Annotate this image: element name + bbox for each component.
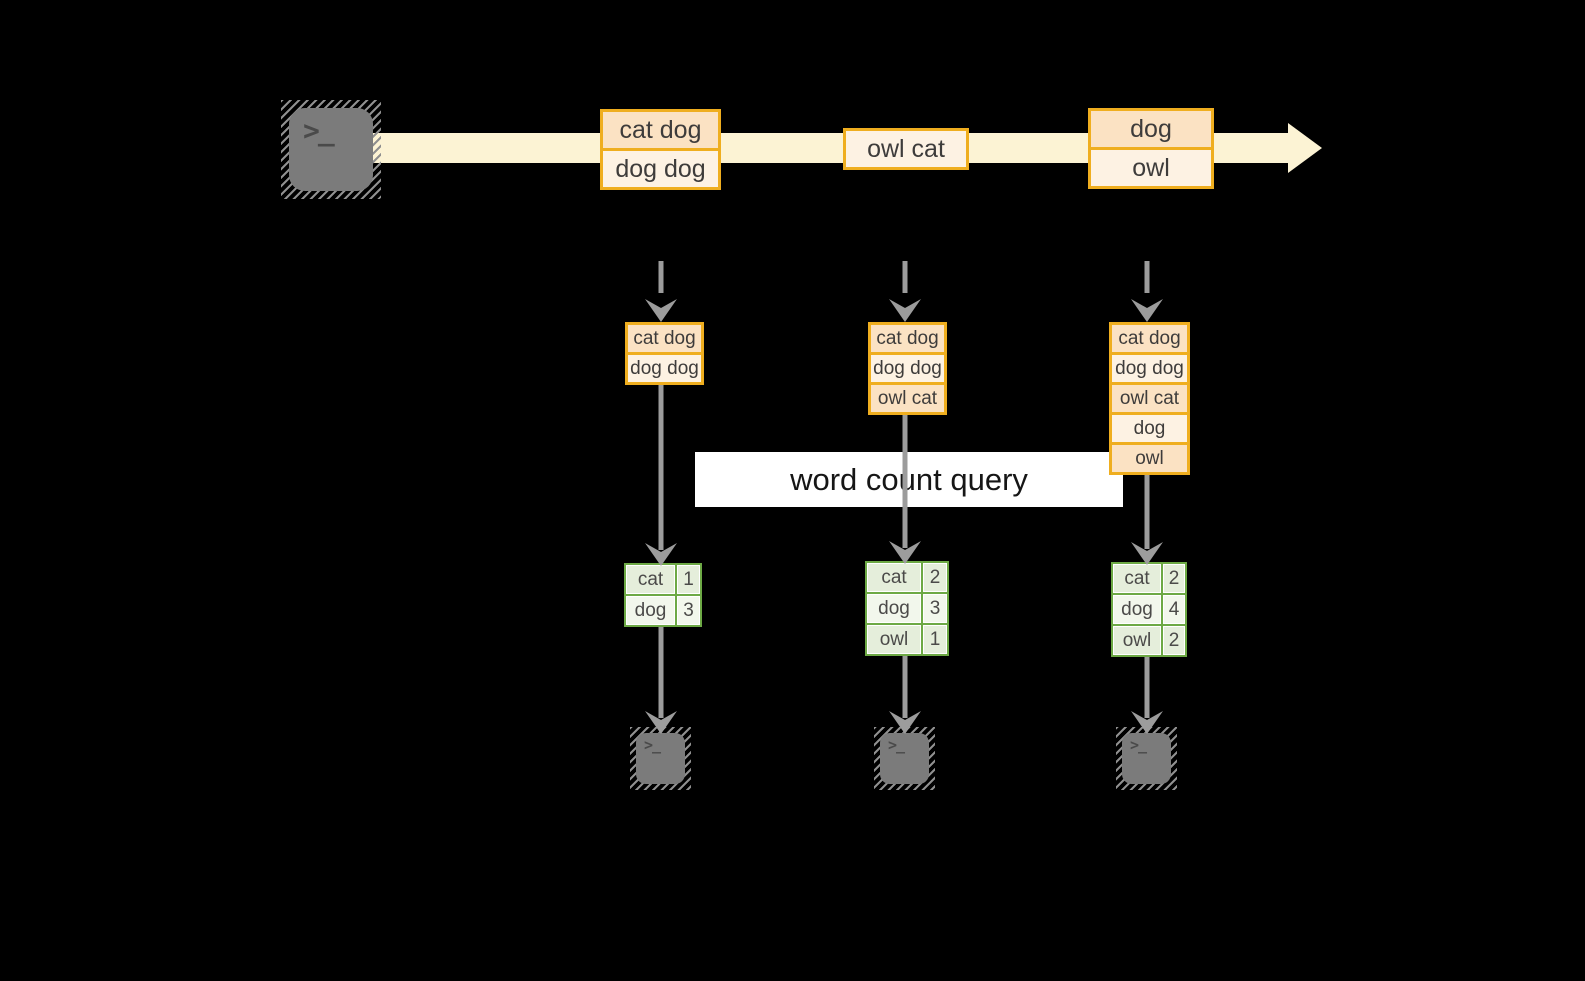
- terminal-screen: >_: [1122, 733, 1171, 784]
- count-word-cell: dog: [867, 594, 921, 623]
- count-word-cell: cat: [626, 565, 675, 594]
- buffer-row: owl: [1112, 445, 1187, 472]
- count-word-cell: owl: [867, 625, 921, 654]
- count-table-3: cat 2 dog 4 owl 2: [1111, 562, 1187, 657]
- count-table-2: cat 2 dog 3 owl 1: [865, 561, 949, 656]
- ingest-arrow-1: [645, 261, 677, 322]
- stream-event-line: dog: [1091, 111, 1211, 147]
- terminal-screen: >_: [880, 733, 929, 784]
- terminal-prompt-glyph: >_: [888, 736, 905, 754]
- sink-terminal-icon-1: >_: [630, 727, 691, 790]
- window-buffer-1: cat dog dog dog: [625, 322, 704, 385]
- stream-arrow-head: [1288, 123, 1322, 173]
- output-arrow-3: [1131, 657, 1163, 734]
- buffer-row: owl cat: [871, 385, 944, 412]
- buffer-row: dog dog: [628, 355, 701, 382]
- count-value-cell: 1: [677, 565, 700, 594]
- stream-event-line: owl: [1091, 150, 1211, 186]
- terminal-prompt-glyph: >_: [644, 736, 661, 754]
- count-value-cell: 2: [923, 563, 947, 592]
- sink-terminal-icon-3: >_: [1116, 727, 1177, 790]
- query-arrow-3: [1131, 475, 1163, 565]
- window-buffer-3: cat dog dog dog owl cat dog owl: [1109, 322, 1190, 475]
- stream-event-group-1: cat dog dog dog: [600, 109, 721, 190]
- ingest-arrow-2: [889, 261, 921, 322]
- query-label-band: word count query: [695, 452, 1123, 507]
- count-word-cell: cat: [1113, 564, 1161, 593]
- buffer-row: cat dog: [871, 325, 944, 352]
- stream-event-line: owl cat: [846, 131, 966, 167]
- count-word-cell: dog: [1113, 595, 1161, 624]
- count-word-cell: owl: [1113, 626, 1161, 655]
- sink-terminal-icon-2: >_: [874, 727, 935, 790]
- window-buffer-2: cat dog dog dog owl cat: [868, 322, 947, 415]
- output-arrow-1: [645, 627, 677, 734]
- stream-event-group-2: owl cat: [843, 128, 969, 170]
- buffer-row: dog: [1112, 415, 1187, 442]
- query-arrow-1: [645, 385, 677, 566]
- buffer-row: cat dog: [1112, 325, 1187, 352]
- count-value-cell: 1: [923, 625, 947, 654]
- count-table-1: cat 1 dog 3: [624, 563, 702, 627]
- count-value-cell: 2: [1163, 564, 1185, 593]
- stream-event-line: dog dog: [603, 151, 718, 187]
- output-arrow-2: [889, 656, 921, 734]
- stream-event-group-3: dog owl: [1088, 108, 1214, 189]
- count-word-cell: dog: [626, 596, 675, 625]
- buffer-row: dog dog: [1112, 355, 1187, 382]
- terminal-prompt-glyph: >_: [303, 114, 335, 147]
- count-value-cell: 3: [923, 594, 947, 623]
- terminal-screen: >_: [289, 108, 373, 191]
- buffer-row: dog dog: [871, 355, 944, 382]
- count-value-cell: 3: [677, 596, 700, 625]
- count-value-cell: 4: [1163, 595, 1185, 624]
- source-terminal-icon: >_: [281, 100, 381, 199]
- query-label: word count query: [790, 461, 1028, 497]
- ingest-arrow-3: [1131, 261, 1163, 322]
- terminal-prompt-glyph: >_: [1130, 736, 1147, 754]
- count-word-cell: cat: [867, 563, 921, 592]
- buffer-row: cat dog: [628, 325, 701, 352]
- count-value-cell: 2: [1163, 626, 1185, 655]
- stream-event-line: cat dog: [603, 112, 718, 148]
- buffer-row: owl cat: [1112, 385, 1187, 412]
- terminal-screen: >_: [636, 733, 685, 784]
